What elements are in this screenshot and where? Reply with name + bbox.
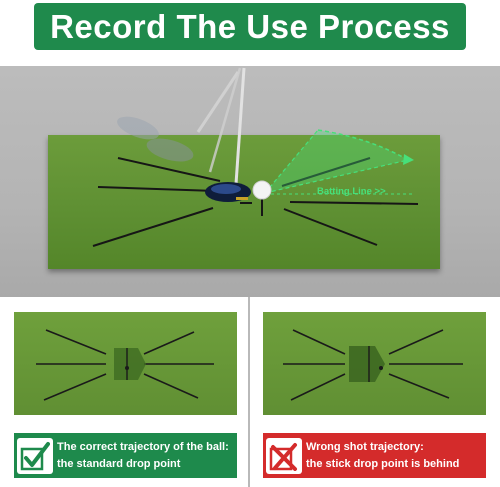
ball-spot	[379, 366, 383, 370]
club-swing-ghosts	[117, 71, 240, 162]
wrong-caption-line2: the stick drop point is behind	[306, 457, 460, 470]
driver-head-highlight	[211, 184, 241, 194]
guide-line	[143, 373, 199, 399]
club-head-ghost	[146, 138, 194, 162]
guide-line	[92, 207, 214, 247]
title-banner: Record The Use Process	[34, 3, 466, 50]
trajectory-edge	[264, 159, 409, 194]
cross-icon	[266, 437, 302, 474]
club-head-ghost	[117, 116, 159, 140]
guide-line	[43, 373, 107, 401]
ball-impact-mark	[349, 346, 385, 382]
main-scene-drawing	[92, 67, 419, 247]
trajectory-arc	[317, 129, 409, 161]
correct-caption-text: The correct trajectory of the ball: the …	[57, 439, 229, 473]
guide-line	[289, 201, 419, 205]
club-shaft-ghost	[208, 67, 242, 173]
guide-line	[97, 186, 217, 192]
correct-mat-drawing	[36, 329, 214, 401]
guide-line	[143, 331, 195, 355]
wrong-caption: Wrong shot trajectory: the stick drop po…	[263, 433, 486, 478]
guide-line	[45, 329, 107, 355]
guide-line	[388, 373, 450, 399]
checkbox-frame	[269, 447, 293, 470]
correct-caption-line2: the standard drop point	[57, 457, 181, 470]
club-shaft-ghost	[196, 71, 240, 133]
checkmark-icon	[17, 437, 53, 474]
club-shaft	[234, 67, 246, 185]
ball-spot	[125, 366, 129, 370]
banner-title: Record The Use Process	[50, 7, 450, 45]
checkbox-frame	[20, 447, 44, 470]
golf-ball	[252, 180, 272, 200]
guide-line	[388, 329, 444, 355]
guide-line	[117, 157, 221, 182]
driver-accent	[236, 197, 248, 200]
checkmark-icon-shape	[20, 441, 50, 470]
panel-divider	[248, 297, 250, 487]
guide-line	[292, 329, 346, 355]
wrong-mat-drawing	[283, 329, 463, 401]
guide-line	[283, 208, 378, 246]
trajectory-arrow-icon	[403, 154, 414, 165]
cross-stroke	[271, 442, 297, 471]
correct-caption-line1: The correct trajectory of the ball:	[57, 440, 229, 453]
check-stroke	[24, 441, 50, 467]
mat-guide-lines	[92, 157, 419, 247]
batting-line-label: Batting Line >>	[317, 186, 386, 197]
cross-icon-shape	[269, 442, 297, 471]
ball-impact-mark	[114, 348, 146, 380]
correct-caption: The correct trajectory of the ball: the …	[14, 433, 237, 478]
correct-trajectory-mat	[14, 312, 237, 415]
wrong-caption-text: Wrong shot trajectory: the stick drop po…	[306, 439, 459, 473]
wrong-trajectory-mat	[263, 312, 486, 415]
wrong-caption-line1: Wrong shot trajectory:	[306, 440, 424, 453]
guide-line	[290, 373, 346, 401]
trajectory-fan	[265, 130, 408, 193]
guide-line	[281, 157, 371, 187]
